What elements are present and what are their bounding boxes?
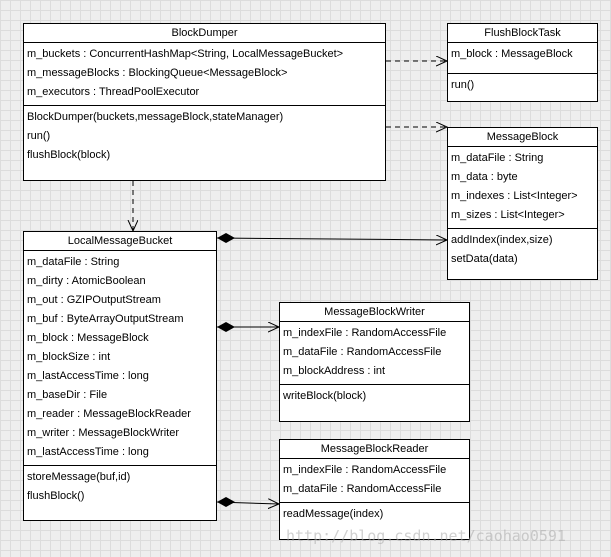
method: flushBlock()	[27, 490, 85, 502]
class-messageblockwriter[interactable]: MessageBlockWriter m_indexFile : RandomA…	[279, 302, 470, 422]
methods-section: readMessage(index)	[280, 503, 469, 527]
attribute: m_indexFile : RandomAccessFile	[283, 464, 447, 476]
method: readMessage(index)	[283, 508, 384, 520]
attributes-section: m_indexFile : RandomAccessFile m_dataFil…	[280, 459, 469, 503]
attribute: m_reader : MessageBlockReader	[27, 408, 191, 420]
attribute: m_buckets : ConcurrentHashMap<String, Lo…	[27, 48, 344, 60]
attribute: m_lastAccessTime : long	[27, 370, 149, 382]
class-flushblocktask[interactable]: FlushBlockTask m_block : MessageBlock ru…	[447, 23, 598, 102]
composition-diamond-reader	[217, 497, 235, 507]
attribute: m_block : MessageBlock	[451, 48, 573, 60]
method: writeBlock(block)	[283, 390, 367, 402]
attribute: m_dirty : AtomicBoolean	[27, 275, 146, 287]
class-name: FlushBlockTask	[448, 24, 597, 43]
attributes-section: m_dataFile : String m_dirty : AtomicBool…	[24, 251, 216, 466]
composition-bucket-messageblock	[216, 238, 447, 240]
class-name: MessageBlock	[448, 128, 597, 147]
methods-section: run()	[448, 74, 597, 98]
class-name: MessageBlockReader	[280, 440, 469, 459]
attributes-section: m_dataFile : String m_data : byte m_inde…	[448, 147, 597, 229]
class-messageblockreader[interactable]: MessageBlockReader m_indexFile : RandomA…	[279, 439, 470, 540]
attribute: m_sizes : List<Integer>	[451, 209, 565, 221]
attributes-section: m_indexFile : RandomAccessFile m_dataFil…	[280, 322, 469, 385]
attribute: m_data : byte	[451, 171, 518, 183]
class-name: LocalMessageBucket	[24, 232, 216, 251]
method: BlockDumper(buckets,messageBlock,stateMa…	[27, 111, 284, 123]
class-localmessagebucket[interactable]: LocalMessageBucket m_dataFile : String m…	[23, 231, 217, 521]
attribute: m_dataFile : RandomAccessFile	[283, 483, 442, 495]
attribute: m_baseDir : File	[27, 389, 108, 401]
attributes-section: m_buckets : ConcurrentHashMap<String, Lo…	[24, 43, 385, 106]
method: addIndex(index,size)	[451, 234, 553, 246]
composition-diamond-writer	[217, 322, 235, 332]
method: flushBlock(block)	[27, 149, 111, 161]
class-messageblock[interactable]: MessageBlock m_dataFile : String m_data …	[447, 127, 598, 280]
attribute: m_block : MessageBlock	[27, 332, 149, 344]
attribute: m_dataFile : RandomAccessFile	[283, 346, 442, 358]
methods-section: storeMessage(buf,id) flushBlock()	[24, 466, 216, 509]
attribute: m_messageBlocks : BlockingQueue<MessageB…	[27, 67, 288, 79]
methods-section: writeBlock(block)	[280, 385, 469, 409]
attribute: m_indexFile : RandomAccessFile	[283, 327, 447, 339]
method: run()	[27, 130, 51, 142]
attribute: m_buf : ByteArrayOutputStream	[27, 313, 184, 325]
methods-section: BlockDumper(buckets,messageBlock,stateMa…	[24, 106, 385, 168]
attribute: m_blockSize : int	[27, 351, 111, 363]
class-blockdumper[interactable]: BlockDumper m_buckets : ConcurrentHashMa…	[23, 23, 386, 181]
attribute: m_indexes : List<Integer>	[451, 190, 578, 202]
attribute: m_dataFile : String	[451, 152, 544, 164]
methods-section: addIndex(index,size) setData(data)	[448, 229, 597, 272]
attribute: m_out : GZIPOutputStream	[27, 294, 161, 306]
attribute: m_executors : ThreadPoolExecutor	[27, 86, 200, 98]
method: storeMessage(buf,id)	[27, 471, 131, 483]
class-name: BlockDumper	[24, 24, 385, 43]
method: run()	[451, 79, 475, 91]
attribute: m_dataFile : String	[27, 256, 120, 268]
class-name: MessageBlockWriter	[280, 303, 469, 322]
attribute: m_blockAddress : int	[283, 365, 386, 377]
watermark: http://blog.csdn.net/caohao0591	[286, 527, 566, 545]
attribute: m_writer : MessageBlockWriter	[27, 427, 179, 439]
attributes-section: m_block : MessageBlock	[448, 43, 597, 74]
attribute: m_lastAccessTime : long	[27, 446, 149, 458]
method: setData(data)	[451, 253, 518, 265]
composition-diamond-messageblock	[217, 233, 235, 243]
